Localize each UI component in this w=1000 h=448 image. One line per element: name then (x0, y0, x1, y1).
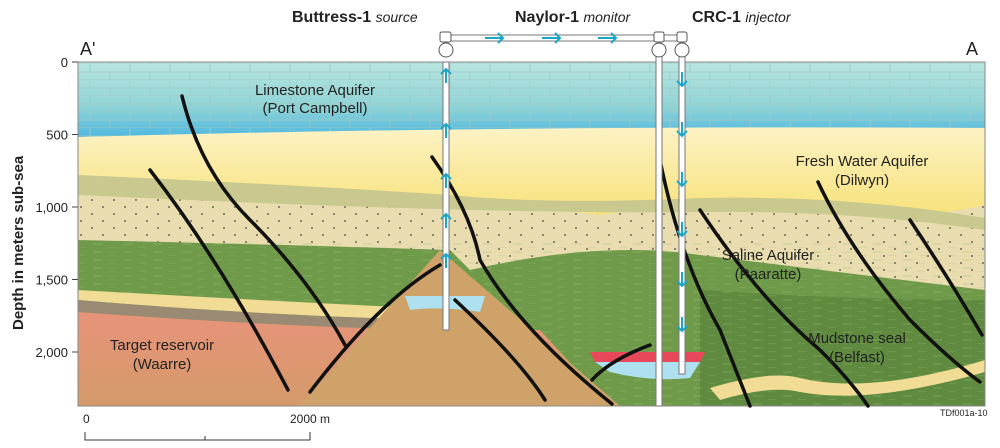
flow-arrow-icon (440, 212, 452, 228)
fresh-water-layer (78, 123, 985, 215)
injection-plume (595, 362, 700, 380)
unit-formation: (Paaratte) (735, 266, 802, 283)
surface-pipeline[interactable] (445, 34, 683, 42)
flow-arrow-icon (598, 32, 618, 44)
fault-line (908, 218, 984, 337)
fault-line (308, 263, 442, 394)
valve-icon (676, 31, 688, 43)
fault-line (698, 208, 870, 408)
flow-arrow-icon (440, 122, 452, 138)
well-name: Naylor-1 (515, 9, 579, 26)
grey-layer (78, 300, 430, 330)
buttress-1-well[interactable] (442, 61, 450, 331)
scale-bar: 0 2000 m TDf001a-10 (83, 408, 988, 441)
y-tick-label: 0 (61, 55, 68, 70)
well-role: source (376, 9, 418, 25)
fault-line (658, 158, 752, 408)
figure-id: TDf001a-10 (940, 408, 988, 418)
fault-line (180, 94, 347, 347)
unit-formation: (Belfast) (829, 349, 885, 366)
fault-line (430, 155, 614, 406)
olive-band (78, 175, 985, 230)
fault-line (816, 180, 982, 384)
limestone-bricks (78, 62, 985, 137)
thin-sand-layer (78, 290, 430, 320)
svg-text:Naylor-1 monitor: Naylor-1 monitor (515, 9, 632, 26)
unit-name: Fresh Water Aquifer (796, 153, 929, 170)
wellhead-icon (651, 42, 667, 58)
wells (438, 31, 690, 407)
naylor-1-well[interactable] (655, 55, 663, 407)
y-tick-label: 500 (46, 128, 68, 143)
svg-text:Buttress-1 source: Buttress-1 source (292, 9, 418, 26)
flow-arrow-icon (440, 252, 452, 268)
valve-icon (653, 31, 665, 43)
unit-formation: (Waarre) (133, 356, 192, 373)
flow-arrow-icon (542, 32, 562, 44)
well-role: injector (745, 9, 791, 25)
unit-formation: (Port Campbell) (262, 100, 367, 117)
flow-arrow-icon (676, 222, 688, 238)
fault-line (590, 343, 652, 382)
y-tick-label: 2,000 (35, 345, 68, 360)
well-name: CRC-1 (692, 9, 741, 26)
axis: 0 500 1,000 1,500 2,000 Depth in meters sub-… (10, 39, 978, 360)
gas-cap (590, 352, 705, 362)
unit-name: Limestone Aquifer (255, 82, 375, 99)
flow-arrow-icon (676, 172, 688, 188)
well-name: Buttress-1 (292, 9, 371, 26)
fault-line (148, 168, 290, 392)
svg-text:CRC-1 injector: CRC-1 injector (692, 9, 792, 26)
fault-line (453, 298, 547, 402)
flow-arrow-icon (676, 317, 688, 333)
right-sand-layer (710, 360, 985, 400)
wellhead-icon (438, 42, 454, 58)
flow-arrow-icon (440, 67, 452, 83)
strata (77, 61, 986, 407)
unit-labels: Limestone Aquifer (Port Campbell) Fresh … (110, 82, 929, 373)
horst-block (300, 250, 620, 406)
section-end-right: A (966, 39, 978, 59)
unit-name: Mudstone seal (808, 330, 906, 347)
scale-end: 2000 m (290, 412, 330, 426)
section-end-left: A' (80, 39, 95, 59)
scale-start: 0 (83, 412, 90, 426)
faults (148, 94, 984, 408)
y-tick-label: 1,000 (35, 200, 68, 215)
unit-name: Target reservoir (110, 337, 214, 354)
well-labels: Buttress-1 source Naylor-1 monitor CRC-1… (292, 9, 792, 26)
flow-arrow-icon (676, 272, 688, 288)
wellhead-icon (674, 42, 690, 58)
flow-arrow-icon (676, 122, 688, 138)
flow-arrow-icon (485, 32, 505, 44)
flow-arrow-icon (676, 72, 688, 88)
unit-formation: (Dilwyn) (835, 172, 889, 189)
y-axis-label: Depth in meters sub-sea (10, 155, 27, 330)
flow-arrows (440, 32, 688, 333)
valve-icon (439, 31, 452, 43)
unit-name: Saline Aquifer (722, 247, 815, 264)
section-frame (77, 61, 986, 407)
well-role: monitor (583, 9, 631, 25)
y-tick-label: 1,500 (35, 273, 68, 288)
flow-arrow-icon (440, 172, 452, 188)
